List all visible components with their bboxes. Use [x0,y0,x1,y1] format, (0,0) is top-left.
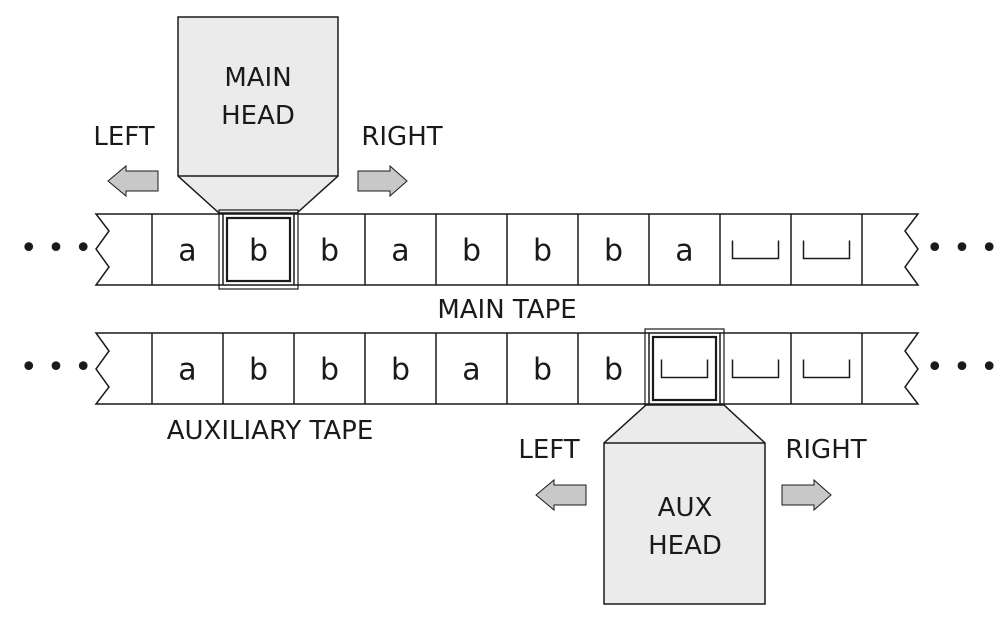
aux-left-arrow-icon [535,478,587,512]
main-left-label: LEFT [93,122,154,152]
tape-cell-symbol: a [178,234,196,269]
main-head-label-line1: MAIN [224,63,291,93]
main-head: MAIN HEAD [177,16,339,214]
aux-tape-right-ellipsis: • • • [926,350,998,385]
blank-symbol-icon [731,240,780,260]
main-tape-label: MAIN TAPE [437,295,576,325]
aux-right-label: RIGHT [785,435,866,465]
tape-cell-symbol: a [391,234,409,269]
head-position-inner-frame [225,216,292,283]
tape-cell-symbol: b [320,353,339,388]
blank-symbol-icon [660,359,709,379]
blank-symbol-icon [802,359,851,379]
blank-symbol-icon [802,240,851,260]
main-right-label: RIGHT [361,122,442,152]
main-left-arrow-icon [107,164,159,198]
main-tape-right-ellipsis: • • • [926,231,998,266]
tape-cell-symbol: b [391,353,410,388]
aux-right-arrow-icon [781,478,832,512]
aux-tape: a b b b a b b • • • • • • [20,328,998,409]
tape-cell-symbol: b [533,353,552,388]
aux-head: AUX HEAD [603,404,766,605]
tape-cell-symbol: b [249,353,268,388]
head-position-inner-frame [651,335,718,402]
aux-head-label-line1: AUX [658,493,713,523]
main-tape-left-ellipsis: • • • [20,231,92,266]
tape-cell-symbol: b [249,234,268,269]
tape-cell-symbol: a [178,353,196,388]
aux-head-label-line2: HEAD [648,531,722,561]
tape-cell-symbol: b [320,234,339,269]
blank-symbol-icon [731,359,780,379]
aux-tape-left-ellipsis: • • • [20,350,92,385]
main-right-arrow-icon [357,164,408,198]
head-position-outer-frame [218,209,299,290]
aux-left-label: LEFT [518,435,579,465]
tape-cell-symbol: a [462,353,480,388]
tape-cell-symbol: a [675,234,693,269]
tape-cell-symbol: b [533,234,552,269]
main-head-label-line2: HEAD [221,101,295,131]
tape-cell-symbol: b [604,353,623,388]
aux-tape-label: AUXILIARY TAPE [167,416,374,446]
tape-cell-symbol: b [604,234,623,269]
tape-cell-symbol: b [462,234,481,269]
main-tape: a b b a b b b a • • • • • • [20,209,998,290]
